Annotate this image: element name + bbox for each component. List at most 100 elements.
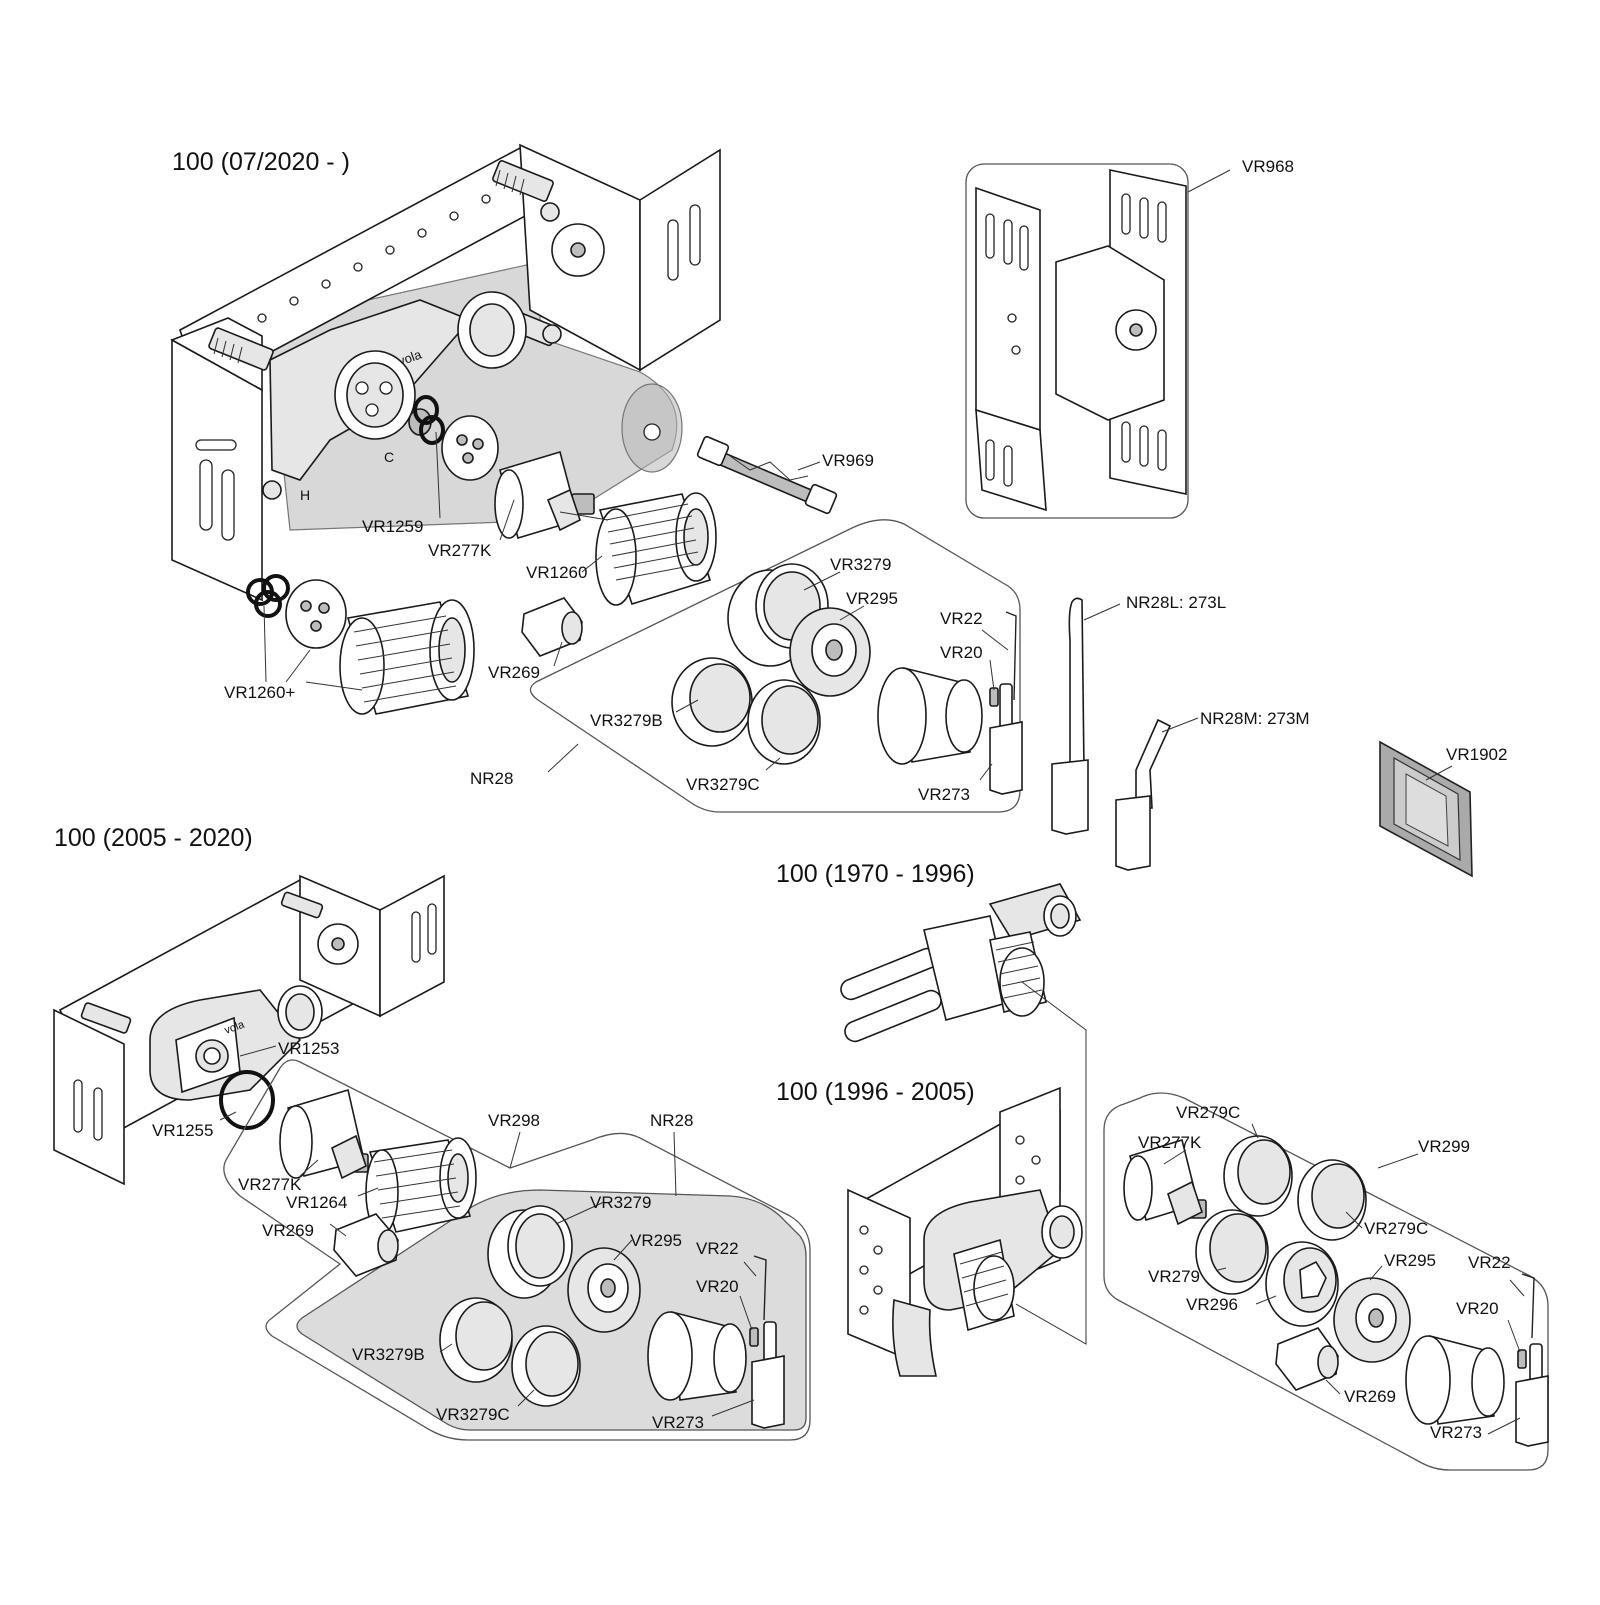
label-nr28-bottom: NR28: [650, 1111, 693, 1130]
part-vr968-plate-left: [975, 186, 1047, 512]
valve-marking-c: C: [384, 449, 394, 465]
label-vr1264: VR1264: [286, 1193, 347, 1212]
group-outline-nr28-top: [529, 519, 1021, 813]
part-vr3279-2005: [487, 1205, 573, 1299]
right-bracket-wing: [639, 148, 721, 372]
part-vr1260-sleeve: [595, 492, 717, 606]
valve-port-inner: [346, 362, 404, 428]
label-vr279: VR279: [1148, 1267, 1200, 1286]
part-vr1259: [408, 395, 445, 445]
part-nr28m-handle: [1115, 718, 1172, 871]
valve-marking-h: H: [300, 487, 310, 503]
outlet-port-inner: [469, 303, 515, 357]
part-vr1260plus: [246, 574, 475, 715]
label-vr3279-2005: VR3279: [590, 1193, 651, 1212]
label-vr969: VR969: [822, 451, 874, 470]
part-vr295-top: [789, 607, 871, 697]
label-vr1902: VR1902: [1446, 745, 1507, 764]
part-vr22-2005: [753, 1255, 767, 1321]
label-vr3279c-top: VR3279C: [686, 775, 760, 794]
label-vr22-1996: VR22: [1468, 1253, 1511, 1272]
label-vr299: VR299: [1418, 1137, 1470, 1156]
label-vr269-2005: VR269: [262, 1221, 314, 1240]
part-knob-2005: [647, 1310, 747, 1401]
label-vr277k-2005: VR277K: [238, 1175, 302, 1194]
label-vr269-top: VR269: [488, 663, 540, 682]
label-vr296: VR296: [1186, 1295, 1238, 1314]
part-nr28l-handle: [1051, 597, 1089, 835]
label-vr968: VR968: [1242, 157, 1294, 176]
part-vr969-wrench: [696, 435, 838, 515]
part-vr22-top: [1005, 611, 1017, 701]
part-vr273-1996: [1515, 1343, 1549, 1447]
part-vr279c-1996-a: [1223, 1135, 1293, 1217]
part-vr20-top: [989, 687, 999, 707]
part-vr269-2005: [333, 1213, 399, 1277]
label-vr1255: VR1255: [152, 1121, 213, 1140]
part-vr3279b-top: [671, 657, 753, 747]
part-vr295-1996: [1333, 1277, 1411, 1363]
label-vr273-1996: VR273: [1430, 1423, 1482, 1442]
nut: [540, 202, 560, 222]
part-vr1264-sleeve: [365, 1137, 477, 1235]
bracket-slot: [221, 469, 235, 541]
assembly-1970: [840, 883, 1082, 1043]
assembly-1996: [847, 1086, 1083, 1377]
nut: [542, 324, 562, 344]
label-vr3279b-top: VR3279B: [590, 711, 663, 730]
part-vr296-1996: [1265, 1241, 1339, 1327]
section-title-1970: 100 (1970 - 1996): [776, 860, 975, 888]
part-vr968-plate-right: [1055, 169, 1187, 495]
label-vr277k-1996: VR277K: [1138, 1133, 1202, 1152]
bracket-slot: [689, 204, 701, 266]
section-title-2005: 100 (2005 - 2020): [54, 824, 253, 852]
bracket-slot: [667, 219, 679, 281]
part-vr1255-oring: [219, 1070, 275, 1130]
label-vr295-1996: VR295: [1384, 1251, 1436, 1270]
assembly-2020: H C vola: [170, 143, 721, 602]
part-vr20-2005: [749, 1327, 759, 1347]
part-vr295-2005: [567, 1247, 641, 1333]
section-title-2020: 100 (07/2020 - ): [172, 148, 350, 176]
part-vr3279c-2005: [511, 1325, 581, 1407]
part-vr273-top: [989, 683, 1023, 795]
part-vr269-top: [521, 597, 583, 657]
bracket-slot: [195, 439, 237, 451]
bracket-disc-hub: [570, 242, 586, 258]
group-outline-vr968: [965, 163, 1189, 519]
label-nr28-top: NR28: [470, 769, 513, 788]
label-vr20-top: VR20: [940, 643, 983, 662]
label-vr3279b-2005: VR3279B: [352, 1345, 425, 1364]
label-vr22-top: VR22: [940, 609, 983, 628]
label-vr273-top: VR273: [918, 785, 970, 804]
label-vr295-2005: VR295: [630, 1231, 682, 1250]
label-vr3279-top: VR3279: [830, 555, 891, 574]
part-vr277k-1996: [1123, 1138, 1207, 1226]
label-vr3279c-2005: VR3279C: [436, 1405, 510, 1424]
label-vr279c-1996-b: VR279C: [1364, 1219, 1428, 1238]
label-vr277k-top: VR277K: [428, 541, 492, 560]
part-vr1902-plate: [1379, 740, 1473, 878]
part-vr277k-2005: [279, 1088, 369, 1180]
label-vr20-1996: VR20: [1456, 1299, 1499, 1318]
part-disc-seat: [441, 415, 499, 481]
part-vr20-1996: [1517, 1349, 1527, 1369]
part-vr277k-top: [494, 450, 595, 540]
label-vr279c-1996-a: VR279C: [1176, 1103, 1240, 1122]
part-vr3279b-2005: [439, 1297, 513, 1383]
label-vr1260plus: VR1260+: [224, 683, 295, 702]
part-vr269-1996: [1275, 1327, 1339, 1391]
part-knob-top: [877, 666, 983, 765]
label-vr22-2005: VR22: [696, 1239, 739, 1258]
part-vr273-2005: [751, 1321, 785, 1429]
label-nr28m: NR28M: 273M: [1200, 709, 1310, 728]
bracket-slot: [199, 459, 213, 531]
label-vr20-2005: VR20: [696, 1277, 739, 1296]
label-vr269-1996: VR269: [1344, 1387, 1396, 1406]
assembly-2005: vola: [53, 874, 445, 1186]
part-vr3279c-top: [747, 679, 821, 765]
group-outline-vr298: [223, 1059, 811, 1441]
part-vr279-1996: [1195, 1209, 1269, 1295]
leader-lines: [219, 169, 1525, 1435]
label-vr273-2005: VR273: [652, 1413, 704, 1432]
